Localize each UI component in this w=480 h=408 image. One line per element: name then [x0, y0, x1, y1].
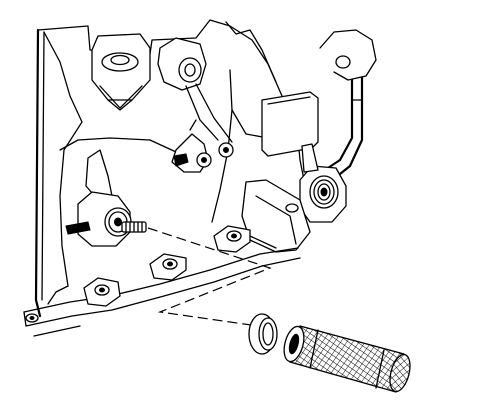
center-boss — [157, 37, 207, 91]
upper-boss — [91, 33, 151, 111]
filter-screen — [283, 325, 411, 393]
right-pipe — [319, 29, 377, 184]
cover-plate — [261, 91, 319, 157]
alignment-line — [147, 227, 272, 327]
right-connector — [299, 143, 347, 223]
left-sensor — [65, 149, 132, 247]
lower-right-flange — [241, 179, 311, 253]
housing-body — [34, 19, 307, 318]
threaded-stud — [121, 221, 147, 233]
o-ring-seal — [248, 313, 278, 355]
lower-flange — [23, 225, 301, 337]
linkage-arm — [171, 83, 234, 173]
